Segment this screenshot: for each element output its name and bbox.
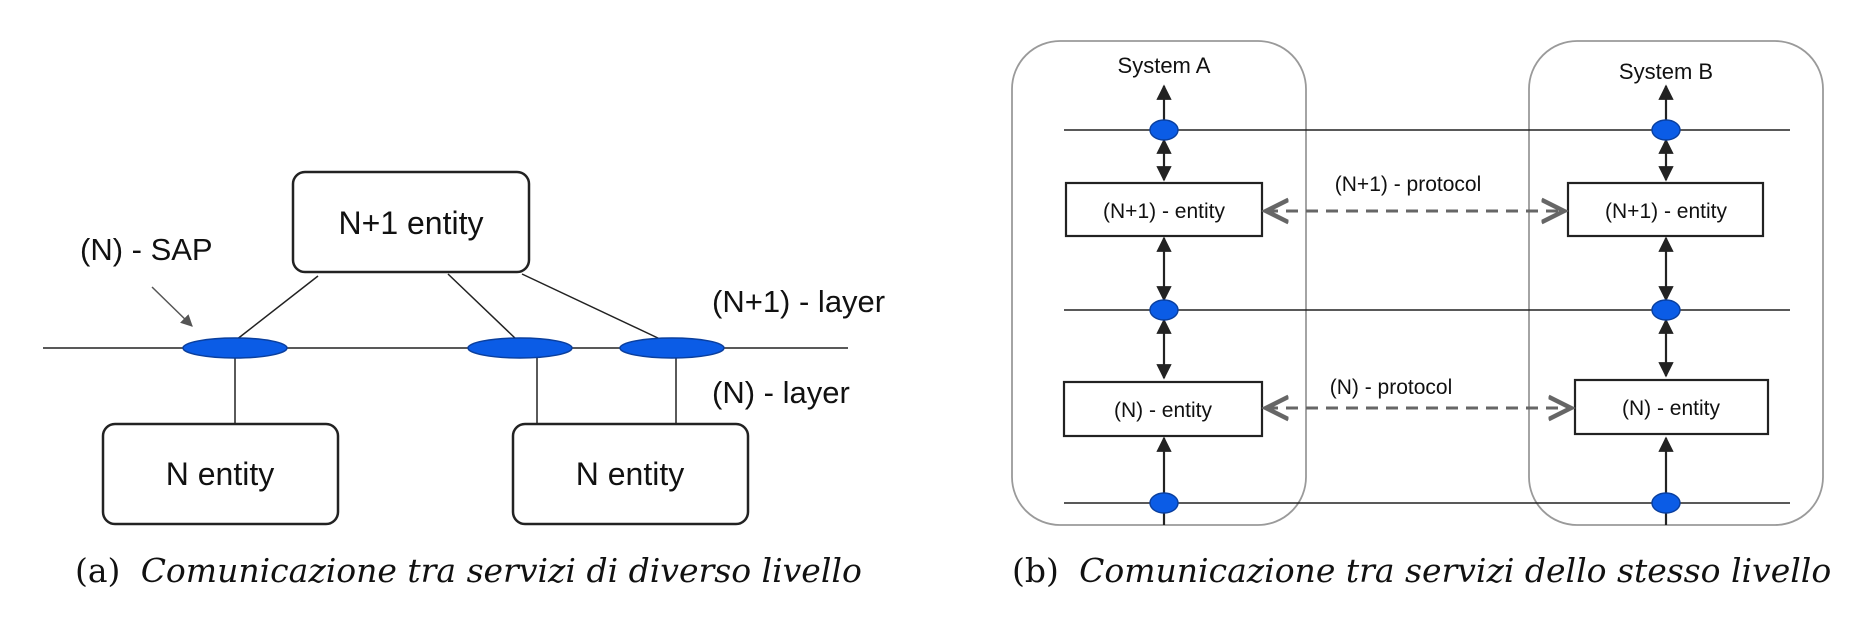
- n-entity-b-box: [1573, 378, 1770, 436]
- caption-a-text: Comunicazione tra servizi di diverso liv…: [141, 551, 862, 590]
- n1-entity-label: N+1 entity: [339, 205, 484, 241]
- diagram-a: N+1 entity N entity N entity (N) - SAP (…: [43, 170, 885, 590]
- n1-entity-a-box: [1064, 181, 1264, 238]
- sap-b-1: [1651, 119, 1681, 141]
- sap-a-1: [1149, 119, 1179, 141]
- connector-n1-sap2: [447, 273, 517, 340]
- sap-a-3: [1149, 492, 1179, 514]
- caption-b-text: Comunicazione tra servizi dello stesso l…: [1079, 551, 1831, 590]
- system-a-frame: [1011, 40, 1307, 526]
- n1-entity-b-box: [1566, 181, 1765, 238]
- system-b-label: System B: [1619, 59, 1713, 84]
- sap-pointer-arrow: [151, 286, 193, 327]
- connector-n1-sap1: [235, 275, 319, 341]
- caption-b-prefix: (b): [1012, 551, 1059, 590]
- n1-entity-a-label: (N+1) - entity: [1103, 200, 1225, 223]
- caption-a: (a) Comunicazione tra servizi di diverso…: [75, 551, 862, 590]
- diagram-b: System A System B (N+1) - entity (N+1) -…: [1011, 40, 1831, 590]
- n-entity-right-label: N entity: [576, 456, 684, 492]
- n1-protocol-label: (N+1) - protocol: [1335, 173, 1481, 196]
- n1-entity-box: [291, 170, 531, 274]
- sap-ellipse-2: [467, 337, 573, 359]
- sap-ellipse-3: [619, 337, 725, 359]
- n-entity-a-label: (N) - entity: [1114, 399, 1213, 422]
- system-a-label: System A: [1118, 53, 1211, 78]
- n-entity-right-box: [511, 422, 750, 526]
- sap-b-3: [1651, 492, 1681, 514]
- sap-a-2: [1149, 299, 1179, 321]
- system-b-frame: [1528, 40, 1824, 526]
- sap-b-2: [1651, 299, 1681, 321]
- upper-layer-label: (N+1) - layer: [712, 284, 885, 319]
- n-entity-b-label: (N) - entity: [1622, 397, 1721, 420]
- n1-entity-b-label: (N+1) - entity: [1605, 200, 1727, 223]
- caption-b: (b) Comunicazione tra servizi dello stes…: [1012, 551, 1831, 590]
- n-entity-a-box: [1062, 380, 1264, 438]
- caption-a-prefix: (a): [75, 551, 120, 590]
- n-protocol-label: (N) - protocol: [1330, 376, 1453, 399]
- sap-label: (N) - SAP: [80, 232, 213, 267]
- n-entity-left-box: [101, 422, 340, 526]
- n-entity-left-label: N entity: [166, 456, 274, 492]
- lower-layer-label: (N) - layer: [712, 375, 850, 410]
- connector-n1-sap3: [521, 273, 661, 340]
- sap-ellipse-1: [182, 337, 288, 359]
